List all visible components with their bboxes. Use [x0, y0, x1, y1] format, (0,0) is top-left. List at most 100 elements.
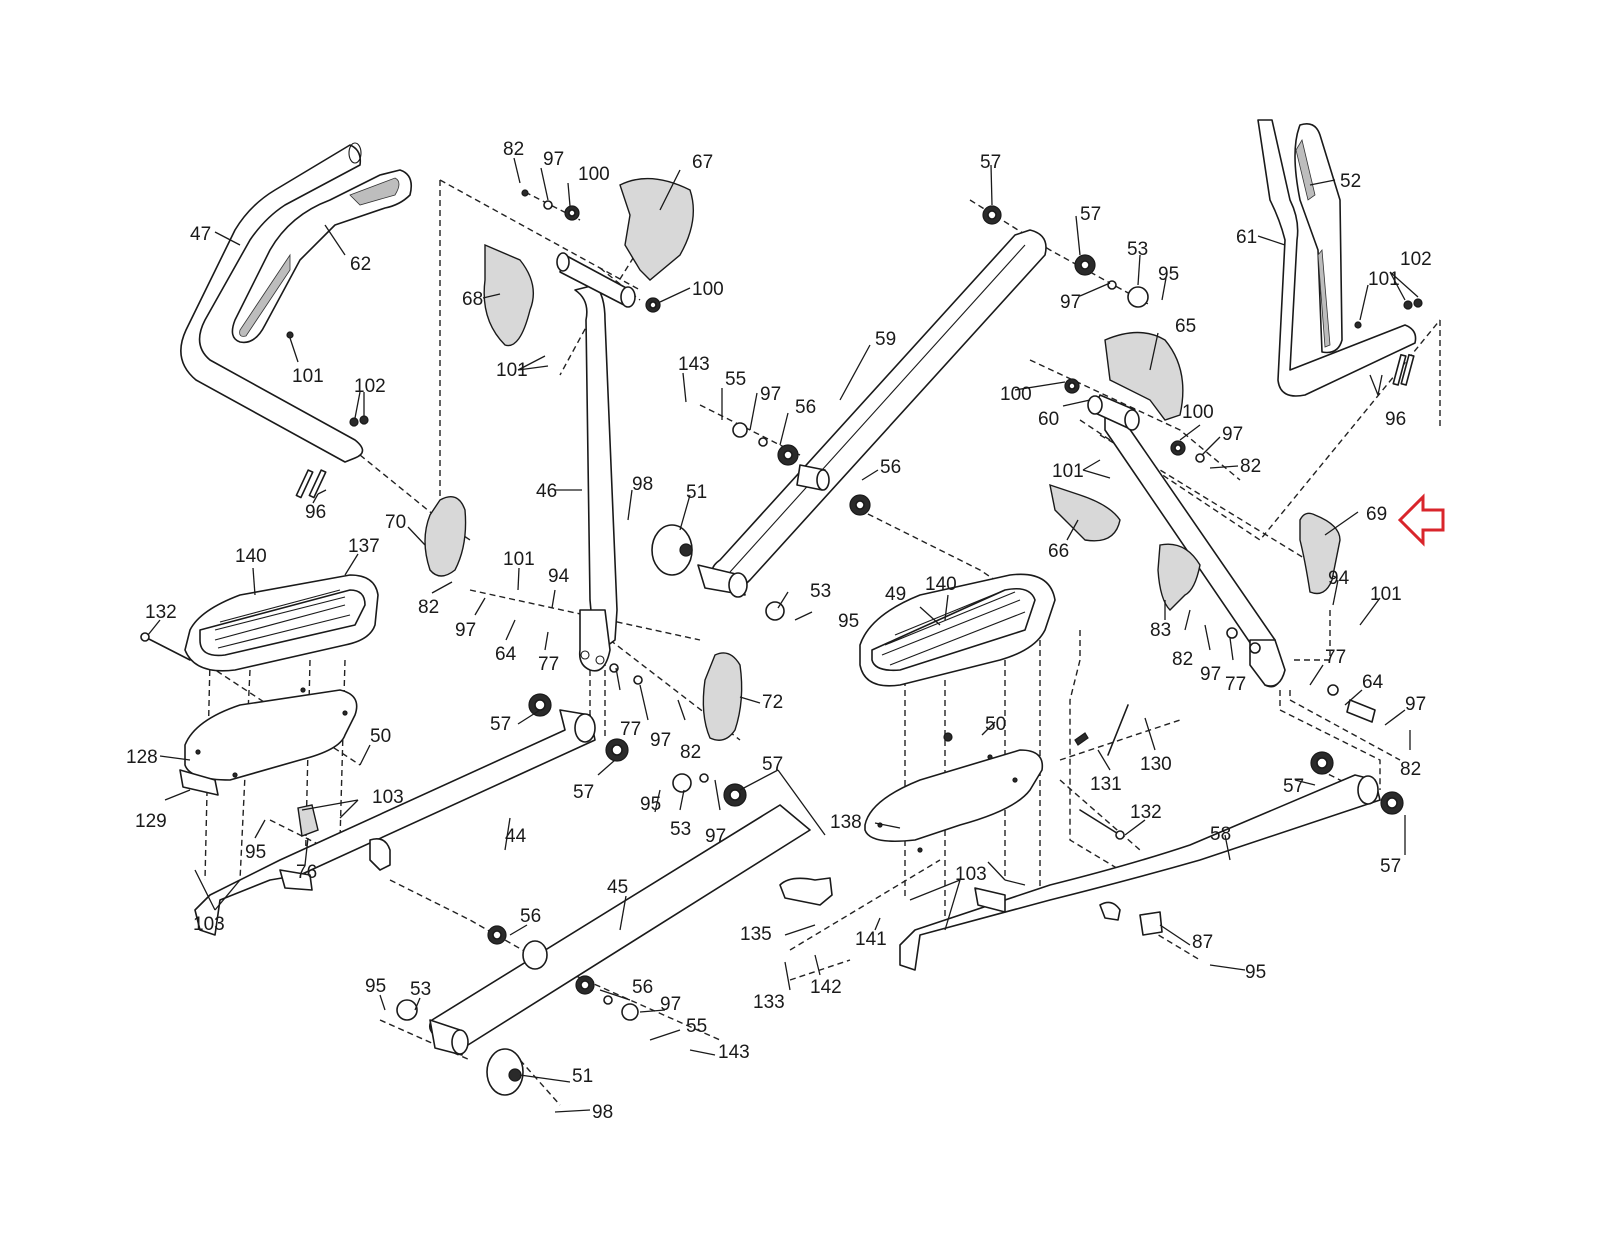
- callout-57: 57: [573, 782, 594, 803]
- callout-97: 97: [760, 384, 781, 405]
- part-76-cover: [297, 804, 319, 837]
- callout-103: 103: [955, 864, 987, 885]
- left-upper-arm: [180, 142, 413, 499]
- callout-82: 82: [1172, 649, 1193, 670]
- callout-138: 138: [830, 812, 862, 833]
- washer-icon: [609, 663, 709, 793]
- callout-143: 143: [678, 354, 710, 375]
- callout-64: 64: [1362, 672, 1384, 693]
- right-frame: [899, 751, 1404, 971]
- callout-57: 57: [762, 754, 783, 775]
- nut-icon: [943, 732, 953, 742]
- callout-135: 135: [740, 924, 772, 945]
- callout-97: 97: [705, 826, 726, 847]
- callout-97: 97: [455, 620, 476, 641]
- left-upright: [483, 177, 695, 672]
- callout-77: 77: [538, 654, 559, 675]
- left-frame: [194, 496, 747, 936]
- part-59-link-arm: [711, 229, 1047, 590]
- callout-68: 68: [462, 289, 483, 310]
- part-65-cover: [1104, 331, 1184, 421]
- callout-64: 64: [495, 644, 517, 665]
- part-67-cover: [619, 177, 695, 281]
- right-upright: [1049, 331, 1376, 723]
- callout-97: 97: [1060, 292, 1081, 313]
- gear-bushing-icon: [487, 925, 595, 995]
- callout-95: 95: [245, 842, 266, 863]
- callout-53: 53: [670, 819, 691, 840]
- right-upper-arm: [1257, 119, 1423, 397]
- callout-100: 100: [692, 279, 724, 300]
- callout-56: 56: [520, 906, 541, 927]
- callout-labels: 47 62 101 102 96 82 97 100 67 68 100 101…: [126, 139, 1432, 1123]
- callout-56: 56: [632, 977, 653, 998]
- callout-53: 53: [410, 979, 431, 1000]
- callout-100: 100: [1182, 402, 1214, 423]
- part-129-pedal-end-cap: [179, 769, 219, 796]
- callout-137: 137: [348, 536, 380, 557]
- part-44-pedal-arm: [194, 709, 596, 936]
- callout-67: 67: [692, 152, 713, 173]
- highlight-arrow-icon: [1397, 493, 1445, 547]
- callout-77: 77: [1225, 674, 1246, 695]
- callout-82: 82: [418, 597, 439, 618]
- callout-49: 49: [885, 584, 906, 605]
- callout-57: 57: [980, 152, 1001, 173]
- washer-icon: [543, 200, 553, 210]
- callout-101: 101: [1370, 584, 1402, 605]
- part-66-cover: [1049, 483, 1121, 542]
- callout-83: 83: [1150, 620, 1171, 641]
- callout-61: 61: [1236, 227, 1257, 248]
- part-135-pedal-end-cap: [779, 877, 833, 906]
- leader-lines: [147, 157, 1419, 1113]
- nut-icon: [349, 415, 369, 427]
- roller-ribs: [214, 589, 351, 649]
- washer-icon: [396, 995, 639, 1021]
- callout-66: 66: [1048, 541, 1069, 562]
- pin-130-icon: [1107, 704, 1129, 756]
- callout-132: 132: [1130, 802, 1162, 823]
- washer-icon: [1195, 453, 1339, 696]
- callout-77: 77: [620, 719, 641, 740]
- callout-101: 101: [1368, 269, 1400, 290]
- nut-icon: [1403, 298, 1423, 310]
- callout-100: 100: [1000, 384, 1032, 405]
- callout-96: 96: [1385, 409, 1406, 430]
- part-46-bracket: [578, 609, 611, 672]
- callout-45: 45: [607, 877, 628, 898]
- screw-icon: [521, 189, 529, 197]
- gear-bushing-icon: [777, 444, 871, 516]
- callout-95: 95: [640, 794, 661, 815]
- callout-97: 97: [543, 149, 564, 170]
- callout-65: 65: [1175, 316, 1196, 337]
- callout-96: 96: [305, 502, 326, 523]
- callout-57: 57: [490, 714, 511, 735]
- callout-51: 51: [686, 482, 707, 503]
- callout-55: 55: [686, 1016, 707, 1037]
- bearing-icon: [564, 205, 661, 313]
- callout-95: 95: [365, 976, 386, 997]
- bolt-icon: [1392, 353, 1415, 386]
- part-140-pedal-rollers: [871, 587, 1036, 672]
- callout-133: 133: [753, 992, 785, 1013]
- part-61-upper-arm: [1257, 119, 1417, 397]
- callout-47: 47: [190, 224, 211, 245]
- part-140-pedal-rollers: [199, 589, 366, 657]
- callout-69-highlighted: 69: [1366, 504, 1387, 525]
- part-47-upper-arm: [180, 144, 364, 463]
- callout-132: 132: [145, 602, 177, 623]
- callout-50: 50: [370, 726, 391, 747]
- callout-129: 129: [135, 811, 167, 832]
- callout-62: 62: [350, 254, 371, 275]
- part-72-cover: [702, 652, 743, 741]
- part-87-cap: [1139, 911, 1163, 936]
- callout-140: 140: [235, 546, 267, 567]
- callout-101: 101: [503, 549, 535, 570]
- part-58-pedal-arm: [899, 774, 1381, 971]
- left-pedal-assembly: [140, 574, 379, 796]
- wheel-51-icon: [486, 1048, 524, 1096]
- callout-97: 97: [1405, 694, 1426, 715]
- callout-102: 102: [1400, 249, 1432, 270]
- callout-101: 101: [1052, 461, 1084, 482]
